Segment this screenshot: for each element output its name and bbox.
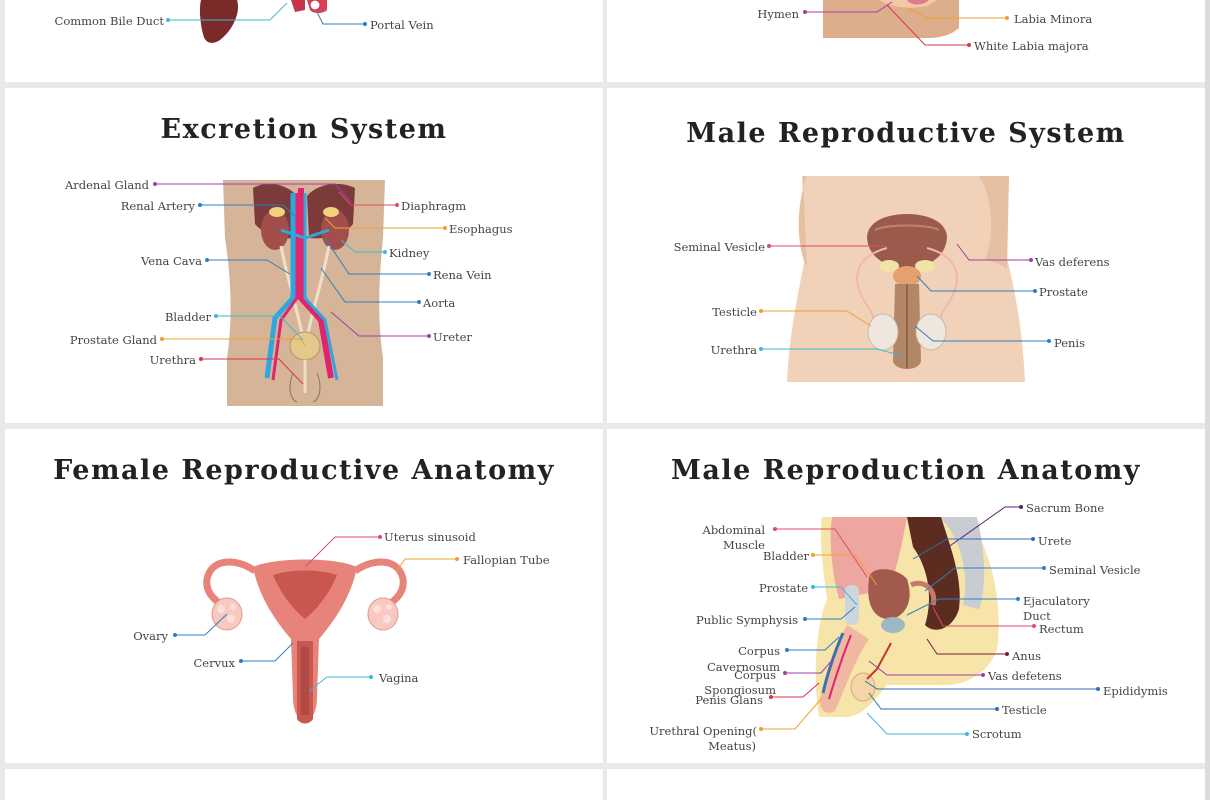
label-hymen: Hymen [757, 7, 799, 21]
label-kidney: Kidney [389, 246, 430, 260]
label-public-symphysis: Public Symphysis [696, 613, 798, 627]
label-portal-vein: Portal Vein [370, 18, 434, 32]
label-testicle: Testicle [1002, 703, 1047, 717]
card-liver: Common Bile Duct Portal Vein [5, 0, 603, 82]
label-aorta: Aorta [423, 296, 456, 310]
label-anus: Anus [1012, 649, 1042, 663]
label-testicle: Testicle [712, 305, 757, 319]
label-fallopian-tube: Fallopian Tube [463, 553, 550, 567]
label-corpus-spongiosum-1: Corpus [734, 668, 776, 682]
label-rena-vein: Rena Vein [433, 268, 492, 282]
label-seminal-vesicle: Seminal Vesicle [673, 240, 765, 254]
card-bottom-right [607, 769, 1205, 800]
card-bottom-left [5, 769, 603, 800]
label-esophagus: Esophagus [449, 222, 513, 236]
label-ureter: Ureter [433, 330, 472, 344]
female-repro-anatomy-illustration [173, 535, 459, 724]
label-urete: Urete [1038, 534, 1072, 548]
label-penis: Penis [1054, 336, 1086, 350]
label-ejaculatory-duct-1: Ejaculatory [1023, 594, 1090, 608]
label-ejaculatory-duct-2: Duct [1023, 609, 1051, 623]
label-cervux: Cervux [193, 656, 236, 670]
label-seminal-vesicle: Seminal Vesicle [1049, 563, 1141, 577]
female-external-illustration [803, 0, 1009, 47]
label-urethra: Urethra [149, 353, 196, 367]
excretion-illustration [153, 180, 447, 406]
card-excretion-system: Excretion System [5, 88, 603, 423]
label-urethra: Urethra [710, 343, 757, 357]
label-ovary: Ovary [133, 629, 168, 643]
card-female-reproductive-anatomy: Female Reproductive Anatomy Uterus si [5, 429, 603, 763]
label-vas-deferens: Vas deferens [1035, 255, 1110, 269]
male-repro-system-title: Male Reproductive System [686, 118, 1126, 149]
label-prostate-gland: Prostate Gland [69, 333, 157, 347]
label-bladder: Bladder [762, 549, 809, 563]
label-uterus-sinusoid: Uterus sinusoid [384, 530, 476, 544]
label-bladder: Bladder [164, 310, 211, 324]
label-common-bile-duct: Common Bile Duct [54, 14, 164, 28]
label-vagina: Vagina [379, 671, 419, 685]
label-prostate: Prostate [759, 581, 808, 595]
label-vas-defetens: Vas defetens [988, 669, 1062, 683]
male-repro-anatomy-title: Male Reproduction Anatomy [671, 455, 1141, 486]
label-abdominal-muscle-1: Abdominal [702, 523, 765, 537]
female-repro-anatomy-title: Female Reproductive Anatomy [53, 455, 555, 486]
label-sacrum-bone: Sacrum Bone [1026, 501, 1105, 515]
label-urethral-opening-2: Meatus) [708, 739, 756, 753]
label-prostate: Prostate [1039, 285, 1088, 299]
label-abdominal-muscle-2: Muscle [722, 538, 765, 552]
label-vena-cava: Vena Cava [141, 254, 202, 268]
label-scrotum: Scrotum [972, 727, 1022, 741]
label-corpus-spongiosum-2: Spongiosum [704, 683, 776, 697]
liver-illustration [166, 0, 367, 43]
label-corpus-cavernosum-2: Cavernosum [707, 660, 780, 674]
card-female-external: Hymen Labia Minora White Labia majora [607, 0, 1205, 82]
label-renal-artery: Renal Artery [120, 199, 195, 213]
label-diaphragm: Diaphragm [401, 199, 467, 213]
excretion-title: Excretion System [160, 114, 448, 145]
label-corpus-cavernosum-1: Corpus [738, 644, 780, 658]
label-adrenal-gland: Ardenal Gland [64, 178, 149, 192]
label-labia-minora: Labia Minora [1014, 12, 1093, 26]
card-male-reproduction-anatomy: Male Reproduction Anatomy [607, 429, 1205, 763]
male-repro-anatomy-illustration [759, 505, 1100, 736]
label-rectum: Rectum [1039, 622, 1084, 636]
male-repro-system-illustration [759, 176, 1051, 382]
card-male-reproductive-system: Male Reproductive System [607, 88, 1205, 423]
label-epididymis: Epididymis [1103, 684, 1168, 698]
label-penis-glans: Penis Glans [695, 693, 763, 707]
label-urethral-opening-1: Urethral Opening( [649, 724, 757, 738]
label-labia-majora: White Labia majora [974, 39, 1089, 53]
page-scrollbar[interactable] [1205, 0, 1210, 800]
